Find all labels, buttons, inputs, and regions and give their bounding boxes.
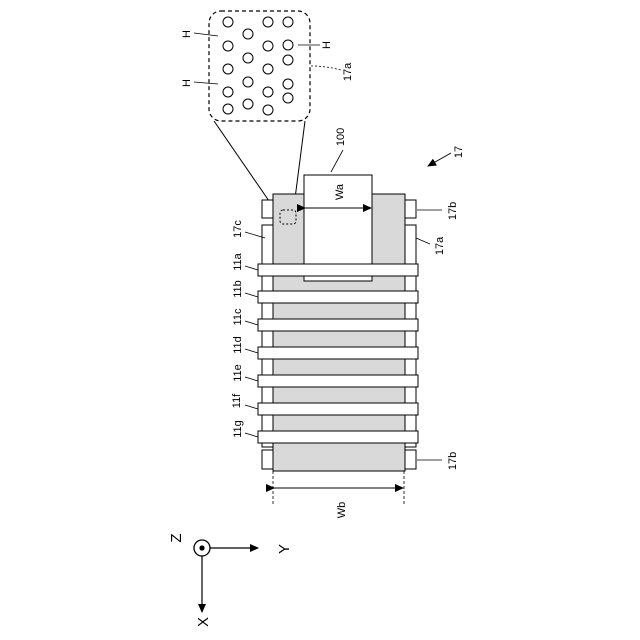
hole-18: [223, 104, 233, 114]
roller-11b: [258, 291, 418, 303]
roller-leader-11c: [245, 321, 258, 325]
hole-13: [283, 79, 293, 89]
hole-2: [263, 17, 273, 27]
width-wb-dimension: Wb: [273, 471, 404, 518]
roller-11a: [258, 264, 418, 276]
hole-4: [243, 29, 253, 39]
x-axis-label: X: [195, 617, 212, 627]
roller-leader-11b: [245, 293, 258, 297]
roller-leader-11d: [245, 349, 258, 353]
hole-15: [263, 87, 273, 97]
roller-label-11e: 11e: [232, 364, 244, 382]
roller-11d: [258, 347, 418, 359]
pulley-top-left: [262, 200, 273, 218]
hole-3: [283, 17, 293, 27]
coordinate-axes: Z Y X: [168, 533, 293, 627]
pulley-top-right: [405, 200, 416, 218]
label-17b-top: 17b: [447, 202, 459, 220]
roller-leader-11a: [245, 266, 258, 270]
z-axis-label: Z: [168, 533, 185, 542]
hole-17: [283, 93, 293, 103]
label-100: 100: [335, 128, 347, 146]
hole-10: [223, 64, 233, 74]
roller-leader-11f: [245, 405, 258, 409]
hole-5: [283, 40, 293, 50]
belt-label-inset: 17a: [342, 62, 354, 81]
leader-100: [331, 150, 343, 172]
roller-11f: [258, 403, 418, 415]
roller-label-11a: 11a: [232, 252, 244, 270]
hole-9: [283, 55, 293, 65]
hole-1: [223, 17, 233, 27]
z-axis-dot: [199, 545, 204, 550]
label-17c: 17c: [232, 220, 244, 238]
hole-label-3: H: [321, 41, 333, 49]
roller-11g: [258, 431, 418, 443]
hole-11: [263, 64, 273, 74]
hole-6: [223, 41, 233, 51]
wb-label: Wb: [336, 502, 348, 519]
y-axis-label: Y: [276, 544, 293, 554]
leader-17a: [416, 238, 430, 244]
hole-12: [243, 77, 253, 87]
leader-17: [428, 153, 451, 166]
roller-label-11f: 11f: [231, 393, 243, 408]
roller-leader-11g: [245, 433, 258, 437]
hole-label-2: H: [181, 79, 193, 87]
roller-label-11c: 11c: [232, 308, 244, 325]
hole-7: [263, 41, 273, 51]
roller-11c: [258, 319, 418, 331]
pulley-bottom-left: [262, 450, 273, 469]
hole-label-1: H: [181, 30, 193, 38]
roller-label-11d: 11d: [232, 336, 244, 354]
label-17a: 17a: [434, 236, 446, 255]
roller-11e: [258, 375, 418, 387]
label-17: 17: [453, 146, 465, 158]
wa-label: Wa: [334, 183, 346, 200]
roller-label-11g: 11g: [232, 420, 244, 438]
roller-leader-11e: [245, 377, 258, 381]
roller-label-11b: 11b: [232, 280, 244, 298]
pulley-bottom-right: [405, 450, 416, 469]
label-17b-bottom: 17b: [447, 452, 459, 470]
hole-16: [243, 99, 253, 109]
inset-belt-leader: [311, 66, 341, 70]
roller-labels: 11a 11b 11c 11d 11e 11f 11g: [231, 252, 258, 437]
belt-assembly: [258, 175, 418, 471]
hole-8: [243, 53, 253, 63]
hole-14: [223, 87, 233, 97]
hole-19: [263, 105, 273, 115]
inset-magnified-view: [209, 11, 310, 214]
